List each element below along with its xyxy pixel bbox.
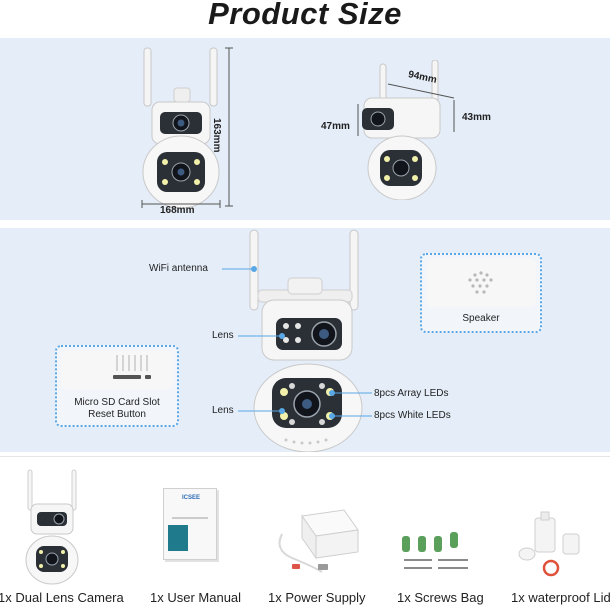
lens-top-label: Lens <box>212 330 234 341</box>
lid-icon <box>518 511 580 577</box>
white-leds-label: 8pcs White LEDs <box>374 410 451 421</box>
package-label-lid: 1x waterproof Lid <box>511 590 610 605</box>
manual-icon: ICSEE <box>163 488 217 560</box>
power-supply-icon <box>278 509 359 573</box>
speaker-label: Speaker <box>462 313 500 324</box>
package-label-power: 1x Power Supply <box>268 590 366 605</box>
sd-slot-icon <box>61 351 173 389</box>
side-right-dimension: 43mm <box>462 112 491 123</box>
sd-slot-label: Micro SD Card Slot <box>74 397 160 408</box>
sd-slot-callout: Micro SD Card Slot Reset Button <box>55 345 179 427</box>
side-camera-diagram <box>357 60 455 200</box>
speaker-callout: Speaker <box>420 253 542 333</box>
side-left-dimension: 47mm <box>321 121 350 132</box>
manual-cover-text: ICSEE <box>182 495 201 501</box>
speaker-grille-icon <box>426 259 536 307</box>
height-dimension: 163mm <box>211 118 222 153</box>
wifi-antenna-label: WiFi antenna <box>149 263 208 274</box>
reset-button-label: Reset Button <box>88 409 146 420</box>
package-label-camera: 1x Dual Lens Camera <box>0 590 124 605</box>
package-label-screws: 1x Screws Bag <box>397 590 484 605</box>
lens-bottom-label: Lens <box>212 405 234 416</box>
feature-leader-lines <box>222 266 372 419</box>
front-camera-diagram <box>141 47 233 209</box>
page-title: Product Size <box>208 0 402 31</box>
array-leds-label: 8pcs Array LEDs <box>374 388 449 399</box>
feature-camera-diagram <box>249 229 363 452</box>
package-label-manual: 1x User Manual <box>150 590 242 605</box>
screws-icon <box>402 532 468 569</box>
width-dimension: 168mm <box>160 205 195 216</box>
size-panel <box>0 38 610 220</box>
camera-icon <box>25 469 79 585</box>
